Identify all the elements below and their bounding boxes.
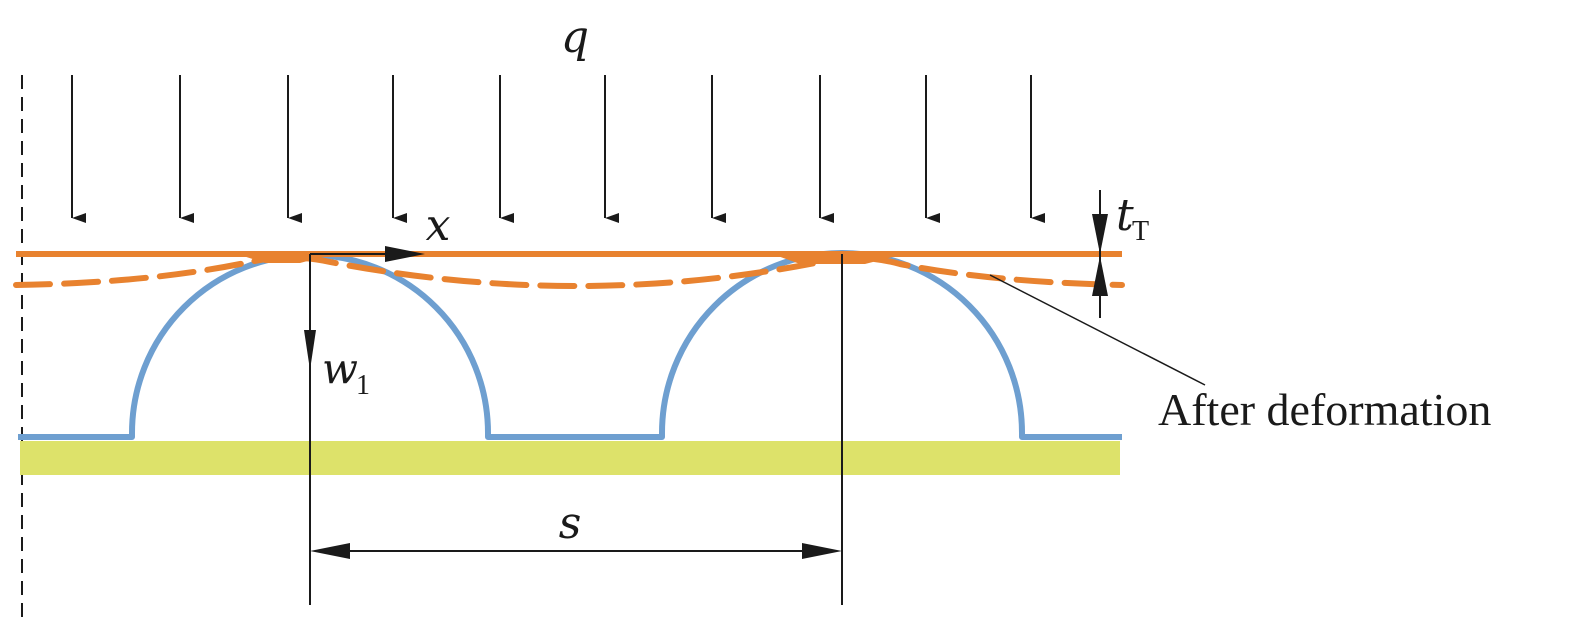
thickness-arrow-top — [1092, 214, 1108, 254]
base-substrate — [20, 441, 1120, 475]
thickness-arrow-bottom — [1092, 256, 1108, 296]
load-arrows — [71, 75, 1045, 223]
thickness-label: t — [1116, 190, 1134, 241]
w-axis-arrowhead — [304, 330, 316, 370]
arch-profile — [18, 250, 1122, 440]
deflection-subscript: 1 — [356, 370, 370, 401]
x-axis-arrowhead — [385, 246, 425, 262]
deflection-label: w — [322, 344, 358, 393]
deformed-plate — [13, 254, 1125, 289]
spacing-arrow-right — [802, 543, 842, 559]
load-label: q — [561, 12, 589, 63]
after-deformation-label: After deformation — [1158, 384, 1491, 435]
leader-line — [989, 274, 1206, 386]
x-axis-label: x — [426, 200, 451, 251]
contact-wedge-right — [775, 255, 900, 264]
spacing-label: s — [559, 498, 582, 549]
thickness-subscript: T — [1132, 216, 1149, 247]
spacing-arrow-left — [310, 543, 350, 559]
